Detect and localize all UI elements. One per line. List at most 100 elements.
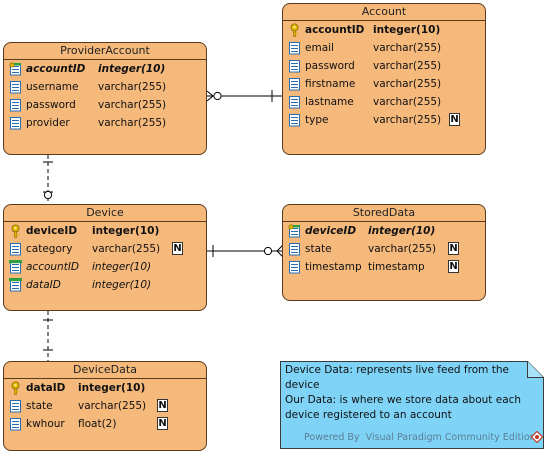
column-icon [10,81,21,94]
column-name: deviceID [26,225,78,237]
entity-title: StoredData [283,205,485,222]
column-type: float(2) [78,418,117,430]
column-icon [289,78,300,91]
column-name: accountID [26,261,80,273]
relationship-provideraccount-account[interactable] [206,90,283,102]
column-type: integer(10) [92,279,152,291]
column-name: category [26,243,73,255]
column-type: integer(10) [78,382,146,394]
column-type: integer(10) [368,225,436,237]
column-row-accountid[interactable]: accountID integer(10) [4,60,206,78]
column-row-accountid[interactable]: accountID integer(10) [283,21,485,39]
entity-stored-data[interactable]: StoredData deviceID integer(10) state varcha… [282,204,486,301]
entity-title: Device [4,205,206,222]
column-type: varchar(255) [78,400,147,412]
column-type: varchar(255) [98,99,167,111]
primary-key-icon [11,381,20,395]
foreign-key-icon [9,260,22,274]
column-type: varchar(255) [373,96,442,108]
visual-paradigm-logo-icon [531,431,543,443]
nullable-marker: N [448,242,459,255]
column-name: dataID [26,279,61,291]
column-icon [289,243,300,256]
column-name: deviceID [305,225,357,237]
primary-foreign-key-icon [9,62,21,76]
column-name: username [26,81,79,93]
entity-device[interactable]: Device deviceID integer(10) category varchar… [3,204,207,311]
column-type: varchar(255) [373,60,442,72]
note-line-2: Our Data: is where we store data about e… [285,394,522,421]
relationship-provideraccount-device[interactable] [43,155,53,205]
column-type: varchar(255) [92,243,161,255]
column-row-state[interactable]: state varchar(255) N [283,240,485,258]
column-type: varchar(255) [373,78,442,90]
column-row-password[interactable]: password varchar(255) [283,57,485,75]
column-type: integer(10) [92,225,160,237]
column-type: timestamp [368,261,425,273]
primary-foreign-key-icon [288,224,300,238]
column-icon [10,99,21,112]
column-name: state [26,400,53,412]
nullable-marker: N [157,399,168,412]
column-name: password [305,60,355,72]
column-row-dataid[interactable]: dataID integer(10) [4,379,206,397]
note-shape [280,361,544,449]
column-name: accountID [26,63,86,75]
entity-device-data[interactable]: DeviceData dataID integer(10) state varchar(… [3,361,207,451]
column-name: kwhour [26,418,65,430]
entity-title: ProviderAccount [4,43,206,60]
column-row-provider[interactable]: provider varchar(255) [4,114,206,132]
entity-title: Account [283,4,485,21]
column-icon [10,117,21,130]
relationship-device-storeddata[interactable] [207,244,284,258]
column-type: integer(10) [373,24,441,36]
nullable-marker: N [449,113,460,126]
column-icon [289,42,300,55]
entity-provider-account[interactable]: ProviderAccount accountID integer(10) usern… [3,42,207,155]
diagram-note[interactable]: Device Data: represents live feed from t… [280,361,544,449]
column-name: firstname [305,78,356,90]
column-type: varchar(255) [368,243,437,255]
column-row-dataid[interactable]: dataID integer(10) [4,276,206,294]
column-row-lastname[interactable]: lastname varchar(255) [283,93,485,111]
column-icon [289,114,300,127]
column-row-username[interactable]: username varchar(255) [4,78,206,96]
column-row-state[interactable]: state varchar(255) N [4,397,206,415]
primary-key-icon [11,224,20,238]
column-icon [10,418,21,431]
column-row-password[interactable]: password varchar(255) [4,96,206,114]
column-name: dataID [26,382,66,394]
column-icon [289,261,300,274]
column-name: state [305,243,332,255]
column-row-deviceid[interactable]: deviceID integer(10) [4,222,206,240]
note-line-1: Device Data: represents live feed from t… [285,364,509,391]
column-name: accountID [305,24,365,36]
column-name: timestamp [305,261,362,273]
nullable-marker: N [448,260,459,273]
column-name: type [305,114,329,126]
column-type: varchar(255) [98,117,167,129]
column-row-deviceid[interactable]: deviceID integer(10) [283,222,485,240]
column-icon [289,60,300,73]
watermark-text: Powered By Visual Paradigm Community Edi… [304,432,536,443]
entity-title: DeviceData [4,362,206,379]
nullable-marker: N [157,417,168,430]
column-icon [10,243,21,256]
column-type: varchar(255) [373,42,442,54]
column-row-firstname[interactable]: firstname varchar(255) [283,75,485,93]
column-row-timestamp[interactable]: timestamp timestamp N [283,258,485,276]
primary-key-icon [290,23,299,37]
column-name: lastname [305,96,354,108]
column-type: integer(10) [98,63,166,75]
column-type: varchar(255) [98,81,167,93]
relationship-device-devicedata[interactable] [43,311,53,362]
column-name: password [26,99,76,111]
column-name: provider [26,117,70,129]
column-row-kwhour[interactable]: kwhour float(2) N [4,415,206,433]
